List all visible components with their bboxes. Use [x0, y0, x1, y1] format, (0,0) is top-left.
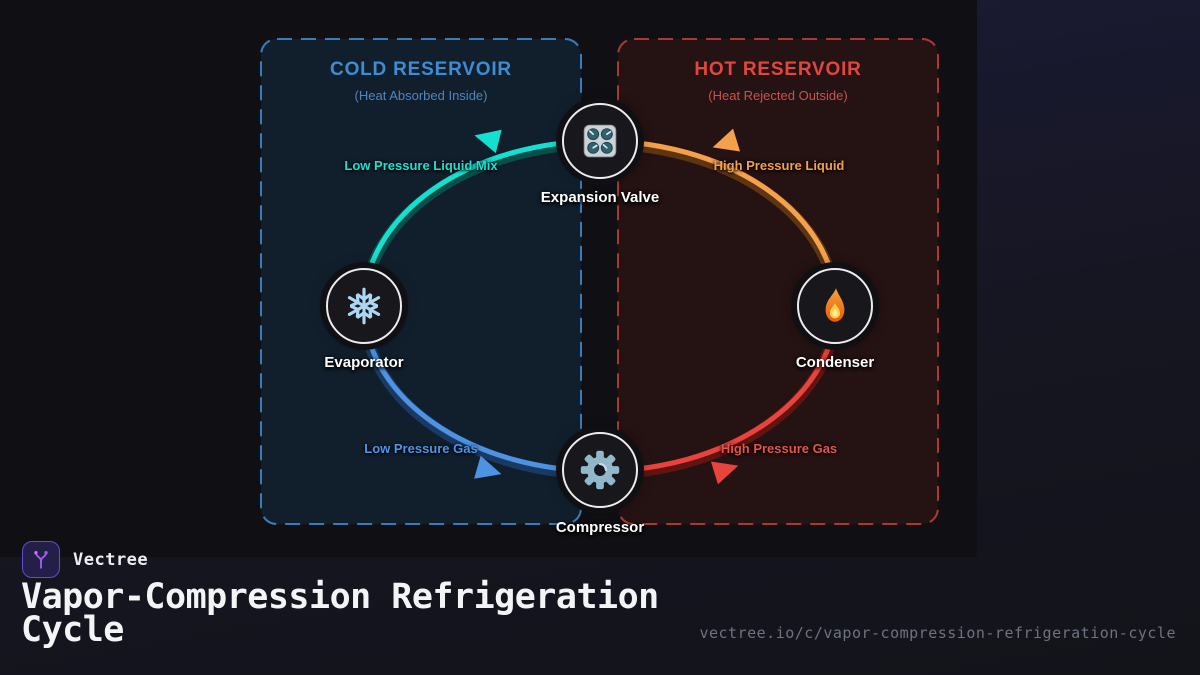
cold-reservoir-title: COLD RESERVOIR — [330, 59, 512, 80]
expansion-valve-label: Expansion Valve — [540, 189, 660, 206]
branch-tree-icon — [34, 550, 48, 569]
node-expansion-valve — [562, 103, 638, 179]
diagram-panel: COLD RESERVOIR (Heat Absorbed Inside) HO… — [260, 38, 939, 536]
flow-arrow-low-pressure-liquid-mix — [474, 129, 502, 154]
node-condenser — [797, 268, 873, 344]
flame-icon — [825, 288, 845, 322]
hot-reservoir-header: HOT RESERVOIR (Heat Rejected Outside) — [618, 59, 938, 103]
flow-label-low-pressure-liquid-mix: Low Pressure Liquid Mix — [344, 158, 498, 173]
flow-arrow-high-pressure-gas — [710, 461, 739, 485]
hot-reservoir-subtitle: (Heat Rejected Outside) — [708, 88, 848, 103]
cold-reservoir-subtitle: (Heat Absorbed Inside) — [354, 88, 488, 103]
flow-label-low-pressure-gas: Low Pressure Gas — [364, 441, 478, 456]
control-knobs-icon — [583, 124, 617, 158]
node-evaporator — [326, 268, 402, 344]
poster-title: Vapor-Compression Refrigeration Cycle — [21, 577, 659, 650]
brand-row: Vectree — [22, 541, 148, 578]
flow-label-high-pressure-liquid: High Pressure Liquid — [713, 158, 845, 173]
flow-arrow-low-pressure-gas — [474, 455, 502, 479]
vectree-logo — [22, 541, 60, 578]
hot-reservoir-title: HOT RESERVOIR — [694, 59, 862, 80]
flow-label-high-pressure-gas: High Pressure Gas — [720, 441, 838, 456]
poster-url: vectree.io/c/vapor-compression-refrigera… — [699, 624, 1176, 642]
flow-arrow-high-pressure-liquid — [712, 128, 741, 152]
node-compressor — [562, 432, 638, 508]
snowflake-icon — [347, 287, 381, 325]
gear-icon — [580, 450, 620, 490]
cold-reservoir-header: COLD RESERVOIR (Heat Absorbed Inside) — [261, 59, 581, 103]
condenser-label: Condenser — [795, 354, 875, 371]
evaporator-label: Evaporator — [324, 354, 404, 371]
brand-name: Vectree — [73, 549, 149, 570]
compressor-label: Compressor — [555, 519, 645, 536]
